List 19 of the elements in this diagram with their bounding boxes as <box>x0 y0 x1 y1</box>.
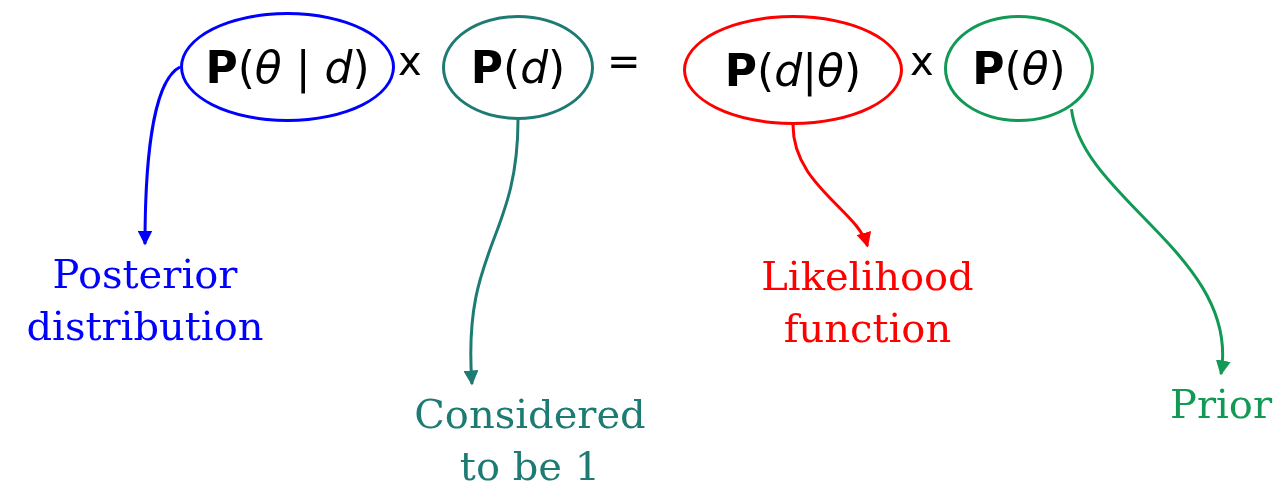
probability-term: P(d|θ) <box>724 44 862 96</box>
arrow <box>791 124 870 248</box>
annotation-text: Considered to be 1 <box>413 390 647 490</box>
probability-term: P(d) <box>470 42 566 93</box>
arrow <box>1070 108 1230 376</box>
math-operator: x <box>910 38 934 84</box>
arrow <box>463 119 520 386</box>
annotation-text: Prior <box>1170 380 1272 429</box>
ellipse-outline <box>442 15 594 120</box>
annotation-text: Posterior distribution <box>25 250 265 351</box>
ellipse-outline <box>944 15 1094 122</box>
annotation-text: Likelihood function <box>760 252 975 353</box>
ellipse-outline <box>683 15 903 125</box>
probability-term: P(θ | d) <box>205 41 370 93</box>
math-operator: = <box>607 38 641 84</box>
ellipse-outline <box>180 12 395 122</box>
probability-term: P(θ) <box>972 43 1066 94</box>
math-operator: x <box>398 38 422 84</box>
arrow <box>137 65 181 246</box>
